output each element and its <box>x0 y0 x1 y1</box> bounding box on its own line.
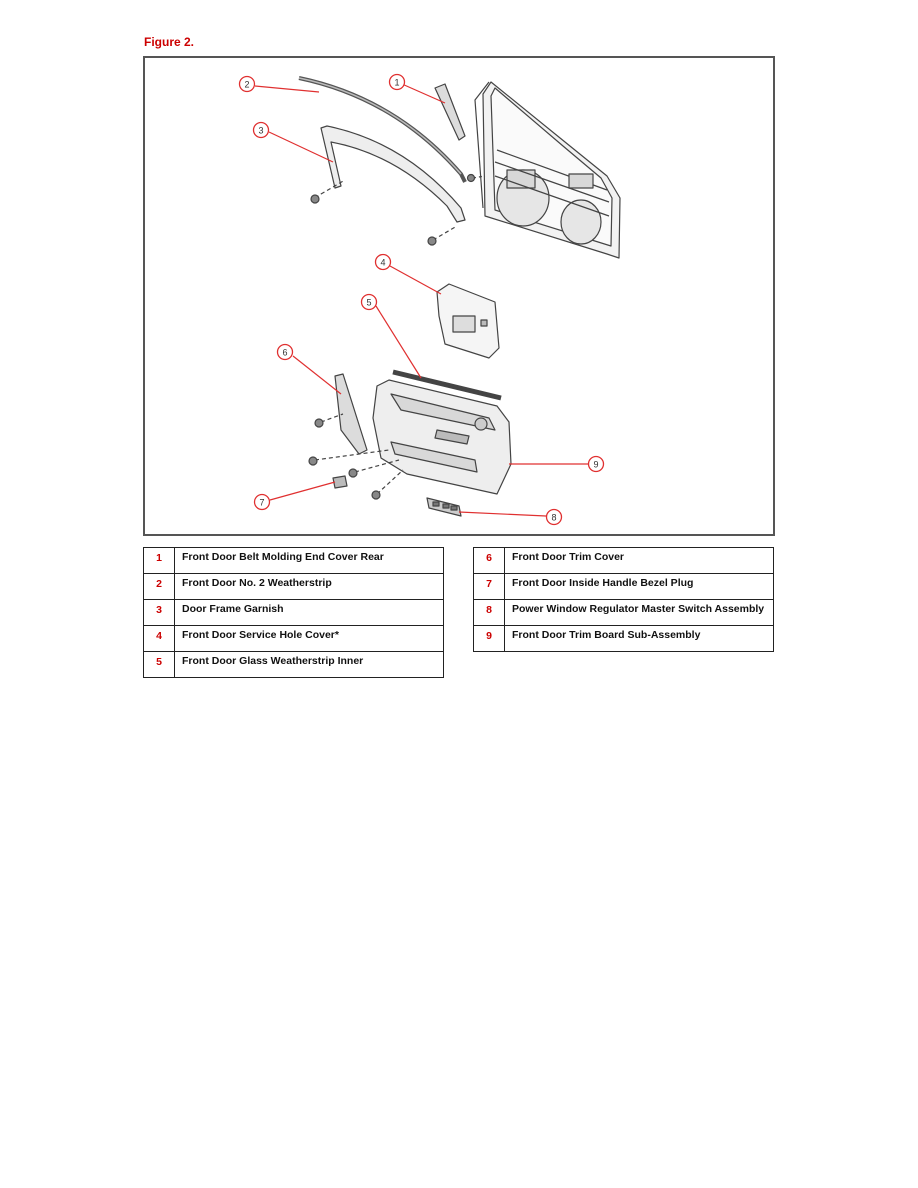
legend-number: 1 <box>143 547 175 574</box>
legend-number: 6 <box>473 547 505 574</box>
master-switch <box>426 497 462 517</box>
exploded-door-diagram: 1 2 3 4 5 6 7 8 9 <box>143 56 775 536</box>
legend-label: Front Door Inside Handle Bezel Plug <box>504 573 774 600</box>
legend-label: Power Window Regulator Master Switch Ass… <box>504 599 774 626</box>
callout-label: 6 <box>282 348 287 358</box>
legend-label: Door Frame Garnish <box>174 599 444 626</box>
legend-label: Front Door No. 2 Weatherstrip <box>174 573 444 600</box>
callout-label: 9 <box>593 460 598 470</box>
legend-number: 8 <box>473 599 505 626</box>
weatherstrip-arc <box>298 76 467 183</box>
legend-row: 1 Front Door Belt Molding End Cover Rear <box>143 547 444 574</box>
legend-number: 7 <box>473 573 505 600</box>
callout-label: 2 <box>244 80 249 90</box>
legend-row: 8 Power Window Regulator Master Switch A… <box>473 599 774 626</box>
legend-number: 5 <box>143 651 175 678</box>
callout-label: 4 <box>380 258 385 268</box>
bezel-plug <box>332 475 348 489</box>
legend-number: 4 <box>143 625 175 652</box>
legend-table-right: 6 Front Door Trim Cover 7 Front Door Ins… <box>473 547 774 652</box>
glass-weatherstrip-inner <box>392 369 502 401</box>
diagram-canvas <box>254 76 621 517</box>
legend-label: Front Door Belt Molding End Cover Rear <box>174 547 444 574</box>
legend-row: 6 Front Door Trim Cover <box>473 547 774 574</box>
trim-board <box>308 379 512 500</box>
callout-label: 7 <box>259 498 264 508</box>
legend-row: 7 Front Door Inside Handle Bezel Plug <box>473 573 774 600</box>
door-shell-drawing <box>474 81 621 259</box>
callout-label: 5 <box>366 298 371 308</box>
legend-label: Front Door Glass Weatherstrip Inner <box>174 651 444 678</box>
legend-label: Front Door Service Hole Cover* <box>174 625 444 652</box>
legend-number: 2 <box>143 573 175 600</box>
callout-label: 8 <box>551 513 556 523</box>
door-frame-garnish <box>310 125 486 246</box>
callout-label: 3 <box>258 126 263 136</box>
service-hole-cover <box>436 283 500 359</box>
legend-row: 2 Front Door No. 2 Weatherstrip <box>143 573 444 600</box>
belt-molding-end-cover <box>434 83 466 141</box>
legend-table-left: 1 Front Door Belt Molding End Cover Rear… <box>143 547 444 678</box>
callout-label: 1 <box>394 78 399 88</box>
trim-cover <box>314 373 368 455</box>
legend-number: 3 <box>143 599 175 626</box>
legend-number: 9 <box>473 625 505 652</box>
legend-row: 3 Door Frame Garnish <box>143 599 444 626</box>
figure-title: Figure 2. <box>144 35 195 49</box>
legend-label: Front Door Trim Cover <box>504 547 774 574</box>
legend-row: 9 Front Door Trim Board Sub-Assembly <box>473 625 774 652</box>
legend-label: Front Door Trim Board Sub-Assembly <box>504 625 774 652</box>
legend-row: 4 Front Door Service Hole Cover* <box>143 625 444 652</box>
leader-lines <box>254 83 588 517</box>
legend-row: 5 Front Door Glass Weatherstrip Inner <box>143 651 444 678</box>
